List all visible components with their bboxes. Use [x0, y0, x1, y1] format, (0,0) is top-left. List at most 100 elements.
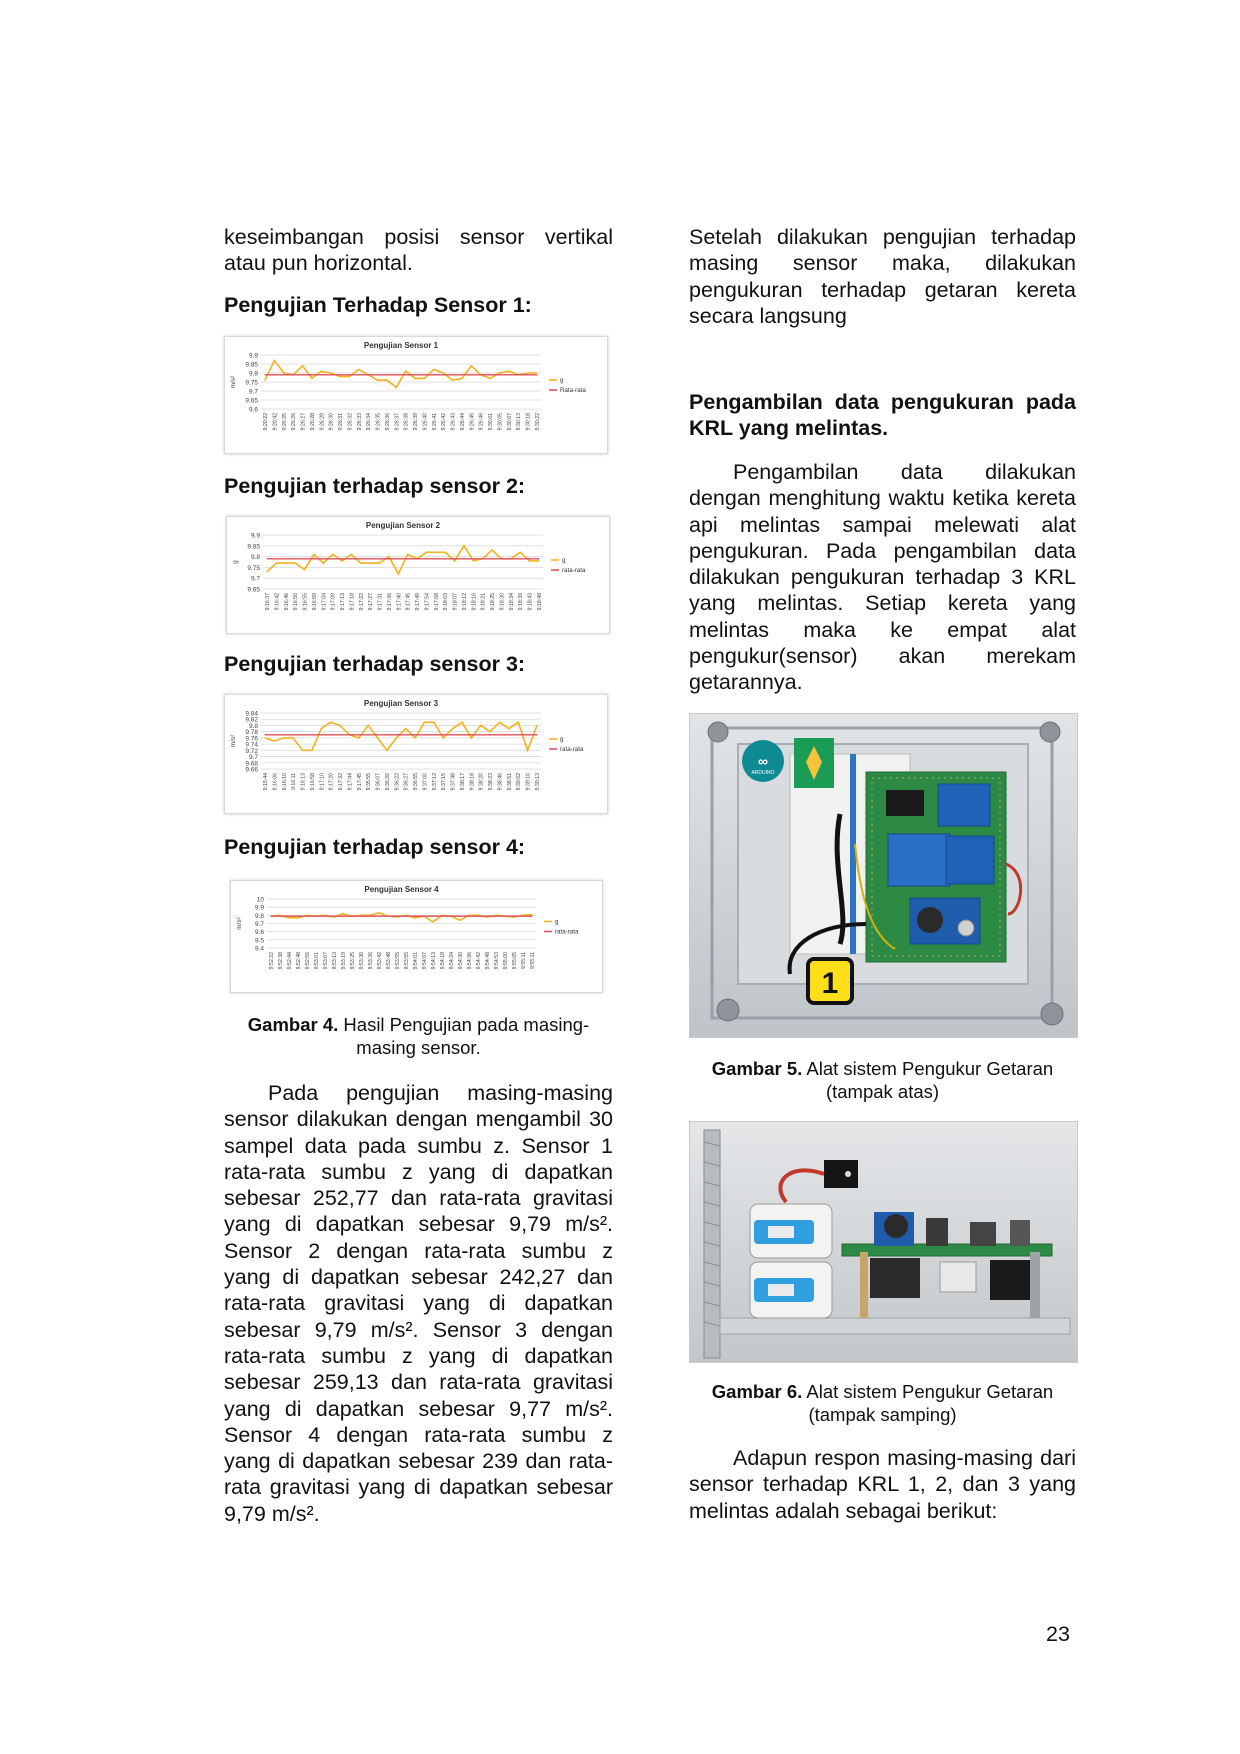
data-point	[376, 734, 379, 736]
data-point	[283, 734, 285, 736]
data-point	[358, 374, 360, 376]
data-point	[342, 915, 344, 917]
data-point	[519, 551, 521, 553]
data-point	[536, 734, 538, 736]
figure-6-caption: Gambar 6. Alat sistem Pengukur Getaran (…	[689, 1380, 1076, 1426]
data-point	[360, 915, 362, 917]
x-tick-label: 9:52:55	[305, 952, 311, 969]
x-tick-label: 9:54:01	[413, 952, 419, 969]
data-point	[508, 734, 510, 736]
data-point	[489, 731, 491, 733]
data-point	[519, 558, 521, 560]
data-point	[450, 915, 452, 917]
y-tick-label: 9.85	[245, 362, 258, 369]
data-point	[348, 734, 351, 736]
data-point	[367, 724, 369, 727]
data-point	[273, 740, 275, 742]
figure-5-label: Gambar 5.	[711, 1058, 803, 1079]
data-point	[378, 912, 380, 914]
figure-5-photo: ARDUINO ∞ 1	[689, 713, 1078, 1038]
data-point	[275, 558, 277, 560]
data-point	[386, 734, 388, 736]
x-tick-label: 9:38:51	[507, 773, 513, 790]
data-point	[435, 551, 437, 553]
data-point	[432, 921, 434, 923]
data-point	[459, 915, 461, 917]
data-point	[425, 551, 428, 553]
y-axis-label: m/s²	[236, 916, 243, 929]
data-point	[441, 915, 443, 917]
data-point	[294, 562, 296, 564]
right-intro-text: Setelah dilakukan pengujian terhadap mas…	[689, 225, 1076, 328]
data-point	[332, 558, 334, 560]
x-tick-label: 9:17:09	[331, 593, 337, 610]
data-point	[451, 379, 454, 381]
x-tick-label: 9:26:45	[469, 413, 475, 430]
data-point	[341, 560, 343, 562]
data-point	[324, 915, 326, 917]
left-column: keseimbangan posisi sensor vertikal atau…	[224, 224, 613, 277]
data-point	[405, 370, 407, 372]
data-point	[397, 573, 399, 575]
data-point	[348, 376, 351, 378]
x-tick-label: 9:26:46	[479, 413, 485, 430]
x-tick-label: 9:17:40	[396, 593, 402, 610]
data-point	[453, 558, 456, 560]
x-tick-label: 9:26:25	[282, 413, 288, 430]
x-tick-label: 9:18:48	[537, 593, 543, 610]
x-tick-label: 9:37:12	[432, 773, 438, 790]
page-number: 23	[1046, 1622, 1070, 1646]
data-point	[461, 377, 463, 379]
data-point	[508, 374, 510, 376]
x-tick-label: 9:18:16	[471, 593, 477, 610]
data-point	[273, 374, 275, 376]
y-tick-label: 9.66	[245, 767, 258, 774]
data-point	[536, 372, 538, 374]
data-point	[508, 370, 510, 372]
x-tick-label: 9:55:00	[503, 952, 509, 969]
chart-title: Pengujian Sensor 2	[366, 521, 441, 530]
figure-6-photo	[689, 1121, 1078, 1363]
data-point	[322, 558, 324, 560]
data-point	[435, 558, 437, 560]
x-tick-label: 9:17:36	[387, 593, 393, 610]
data-point	[285, 558, 287, 560]
device-number-badge	[806, 957, 854, 1005]
data-point	[339, 734, 341, 736]
x-tick-label: 9:20:22	[263, 413, 269, 430]
data-point	[292, 737, 294, 739]
x-tick-label: 9:26:41	[432, 413, 438, 430]
y-tick-label: 9.78	[245, 729, 258, 736]
y-tick-label: 9.74	[245, 742, 258, 749]
data-point	[444, 551, 446, 553]
data-point	[395, 737, 397, 739]
x-tick-label: 9:30:22	[535, 413, 541, 430]
right-paragraph-2: Adapun respon masing-masing dari sensor …	[689, 1446, 1076, 1523]
data-point	[480, 734, 482, 736]
data-point	[339, 374, 341, 376]
data-point	[396, 915, 398, 917]
y-tick-label: 9.65	[247, 587, 260, 594]
x-tick-label: 9:16:06	[272, 773, 278, 790]
data-point	[433, 721, 435, 723]
data-point	[536, 374, 538, 376]
data-point	[517, 734, 519, 736]
data-point	[425, 558, 428, 560]
figure-4-caption: Gambar 4. Hasil Pengujian pada masing-ma…	[224, 1013, 613, 1059]
data-point	[360, 562, 362, 564]
data-point	[301, 734, 304, 736]
x-tick-label: 9:26:29	[319, 413, 325, 430]
data-point	[405, 915, 407, 917]
data-point	[270, 915, 272, 917]
x-tick-label: 9:53:48	[386, 952, 392, 969]
data-point	[433, 374, 435, 376]
x-tick-label: 9:52:38	[278, 952, 284, 969]
data-point	[463, 545, 465, 547]
x-tick-label: 9:26:31	[338, 413, 344, 430]
x-tick-label: 9:26:39	[413, 413, 419, 430]
data-point	[513, 915, 515, 917]
x-tick-label: 9:16:58	[310, 773, 316, 790]
data-point	[283, 372, 285, 374]
x-tick-label: 9:55:11	[530, 952, 536, 969]
